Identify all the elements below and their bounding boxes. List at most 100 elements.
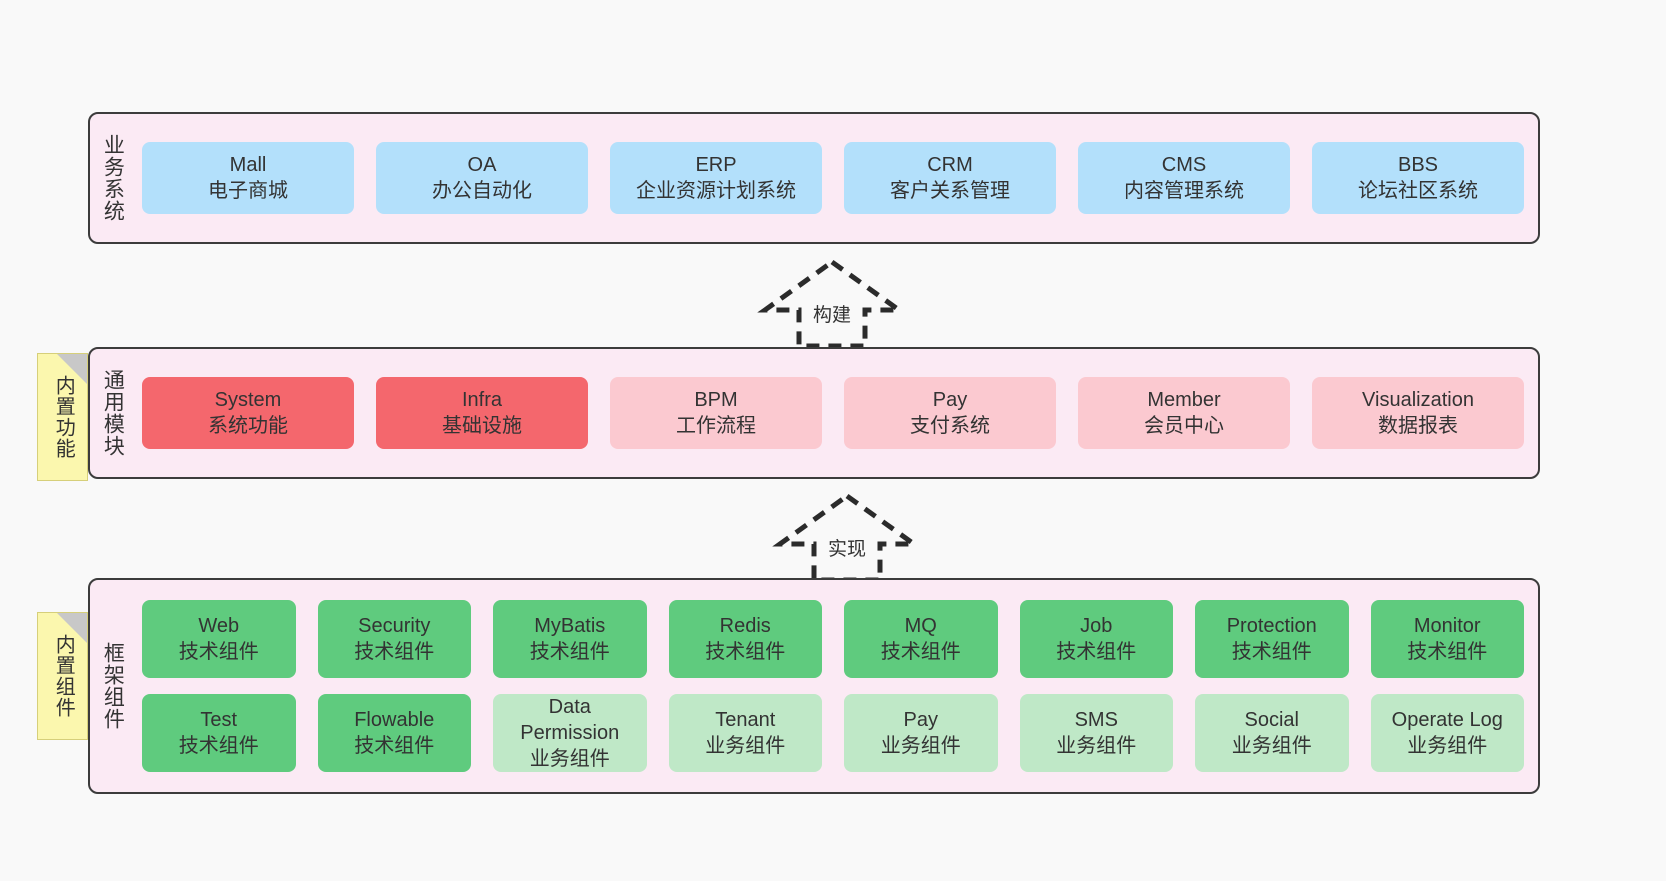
node-label-en: Redis <box>719 615 771 637</box>
node-label-cn: 企业资源计划系统 <box>636 180 796 202</box>
node-mybatis[interactable]: MyBatis 技术组件 <box>493 600 647 678</box>
node-label-en: Social <box>1244 709 1299 731</box>
note-builtin-functions: 内置功能 <box>37 353 88 481</box>
node-erp[interactable]: ERP 企业资源计划系统 <box>610 142 822 214</box>
node-label-en: Member <box>1147 389 1221 411</box>
node-row: Mall 电子商城 OA 办公自动化 ERP 企业资源计划系统 CRM 客户关系… <box>142 142 1524 214</box>
node-operate-log[interactable]: Operate Log 业务组件 <box>1370 694 1524 772</box>
node-system[interactable]: System 系统功能 <box>142 377 354 449</box>
node-label-cn: 办公自动化 <box>432 180 532 202</box>
node-label-cn: 技术组件 <box>880 641 961 663</box>
node-security[interactable]: Security 技术组件 <box>317 600 471 678</box>
node-infra[interactable]: Infra 基础设施 <box>376 377 588 449</box>
node-label-en: System <box>214 389 282 411</box>
node-label-en: Monitor <box>1413 615 1481 637</box>
node-label-cn: 技术组件 <box>178 735 259 757</box>
note-builtin-components: 内置组件 <box>37 612 88 740</box>
node-label-en: Infra <box>461 389 503 411</box>
node-label-en: Tenant <box>715 709 776 731</box>
layer-title-framework: 框架组件 <box>101 642 125 730</box>
node-label-en: MQ <box>904 615 937 637</box>
node-social[interactable]: Social 业务组件 <box>1195 694 1349 772</box>
layer-body-framework: Web 技术组件 Security 技术组件 MyBatis 技术组件 Redi… <box>134 580 1538 792</box>
node-cms[interactable]: CMS 内容管理系统 <box>1078 142 1290 214</box>
node-label-en: Test <box>200 709 238 731</box>
layer-title-business: 业务系统 <box>101 134 125 222</box>
node-label-en: Operate Log <box>1391 709 1503 731</box>
layer-business-systems: 业务系统 Mall 电子商城 OA 办公自动化 ERP 企业资源计划系统 CRM… <box>88 112 1540 244</box>
node-member[interactable]: Member 会员中心 <box>1078 377 1290 449</box>
node-label-cn: 技术组件 <box>1407 641 1488 663</box>
node-flowable[interactable]: Flowable 技术组件 <box>317 694 471 772</box>
node-label-en: BBS <box>1397 154 1439 176</box>
note-label: 内置功能 <box>52 375 75 459</box>
node-label-cn: 技术组件 <box>354 641 435 663</box>
node-label-cn: 基础设施 <box>442 415 522 437</box>
node-label-en: OA <box>467 154 497 176</box>
node-mq[interactable]: MQ 技术组件 <box>844 600 998 678</box>
node-label-en: SMS <box>1074 709 1118 731</box>
node-label-cn: 系统功能 <box>208 415 288 437</box>
node-label-en: MyBatis <box>534 615 606 637</box>
node-label-en: ERP <box>695 154 737 176</box>
note-label: 内置组件 <box>52 634 75 718</box>
node-bbs[interactable]: BBS 论坛社区系统 <box>1312 142 1524 214</box>
connector-implement: 实现 <box>772 492 922 584</box>
node-crm[interactable]: CRM 客户关系管理 <box>844 142 1056 214</box>
node-label-cn: 电子商城 <box>208 180 288 202</box>
node-label-en: Data Permission <box>520 696 620 744</box>
node-visualization[interactable]: Visualization 数据报表 <box>1312 377 1524 449</box>
node-label-cn: 技术组件 <box>1231 641 1312 663</box>
node-label-en: Mall <box>229 154 267 176</box>
node-redis[interactable]: Redis 技术组件 <box>668 600 822 678</box>
node-label-cn: 技术组件 <box>1056 641 1137 663</box>
node-label-cn: 技术组件 <box>705 641 786 663</box>
node-label-en: Security <box>358 615 431 637</box>
node-label-en: CMS <box>1161 154 1207 176</box>
connector-build: 构建 <box>757 258 907 350</box>
node-label-en: Visualization <box>1362 389 1474 411</box>
node-row: Web 技术组件 Security 技术组件 MyBatis 技术组件 Redi… <box>142 600 1524 678</box>
node-label-cn: 内容管理系统 <box>1124 180 1244 202</box>
node-label-cn: 技术组件 <box>178 641 259 663</box>
node-data-permission[interactable]: Data Permission 业务组件 <box>493 694 647 772</box>
layer-common-modules: 通用模块 System 系统功能 Infra 基础设施 BPM 工作流程 Pay… <box>88 347 1540 479</box>
node-label-en: Flowable <box>354 709 435 731</box>
node-pay-business[interactable]: Pay 业务组件 <box>844 694 998 772</box>
node-label-cn: 工作流程 <box>676 415 756 437</box>
node-label-cn: 业务组件 <box>529 748 610 770</box>
node-protection[interactable]: Protection 技术组件 <box>1195 600 1349 678</box>
node-label-cn: 客户关系管理 <box>890 180 1010 202</box>
node-label-cn: 业务组件 <box>705 735 786 757</box>
node-label-cn: 技术组件 <box>529 641 610 663</box>
node-monitor[interactable]: Monitor 技术组件 <box>1370 600 1524 678</box>
node-label-cn: 论坛社区系统 <box>1358 180 1478 202</box>
node-tenant[interactable]: Tenant 业务组件 <box>668 694 822 772</box>
node-test[interactable]: Test 技术组件 <box>142 694 296 772</box>
node-bpm[interactable]: BPM 工作流程 <box>610 377 822 449</box>
node-label-en: BPM <box>694 389 738 411</box>
node-sms[interactable]: SMS 业务组件 <box>1019 694 1173 772</box>
node-label-en: Web <box>198 615 240 637</box>
layer-framework-components: 框架组件 Web 技术组件 Security 技术组件 MyBatis 技术组件… <box>88 578 1540 794</box>
connector-label-implement: 实现 <box>827 539 867 560</box>
layer-body-business: Mall 电子商城 OA 办公自动化 ERP 企业资源计划系统 CRM 客户关系… <box>134 114 1538 242</box>
layer-title-modules: 通用模块 <box>101 369 125 457</box>
node-label-cn: 支付系统 <box>910 415 990 437</box>
node-label-cn: 业务组件 <box>1407 735 1488 757</box>
node-web[interactable]: Web 技术组件 <box>142 600 296 678</box>
node-job[interactable]: Job 技术组件 <box>1019 600 1173 678</box>
node-label-en: Protection <box>1226 615 1317 637</box>
node-mall[interactable]: Mall 电子商城 <box>142 142 354 214</box>
layer-body-modules: System 系统功能 Infra 基础设施 BPM 工作流程 Pay 支付系统… <box>134 349 1538 477</box>
node-row: Test 技术组件 Flowable 技术组件 Data Permission … <box>142 694 1524 772</box>
node-label-cn: 业务组件 <box>1231 735 1312 757</box>
generalization-arrow-icon <box>757 258 907 349</box>
node-oa[interactable]: OA 办公自动化 <box>376 142 588 214</box>
connector-label-build: 构建 <box>812 305 852 326</box>
node-label-cn: 业务组件 <box>1056 735 1137 757</box>
node-label-en: CRM <box>927 154 973 176</box>
node-label-en: Pay <box>903 709 938 731</box>
node-pay[interactable]: Pay 支付系统 <box>844 377 1056 449</box>
